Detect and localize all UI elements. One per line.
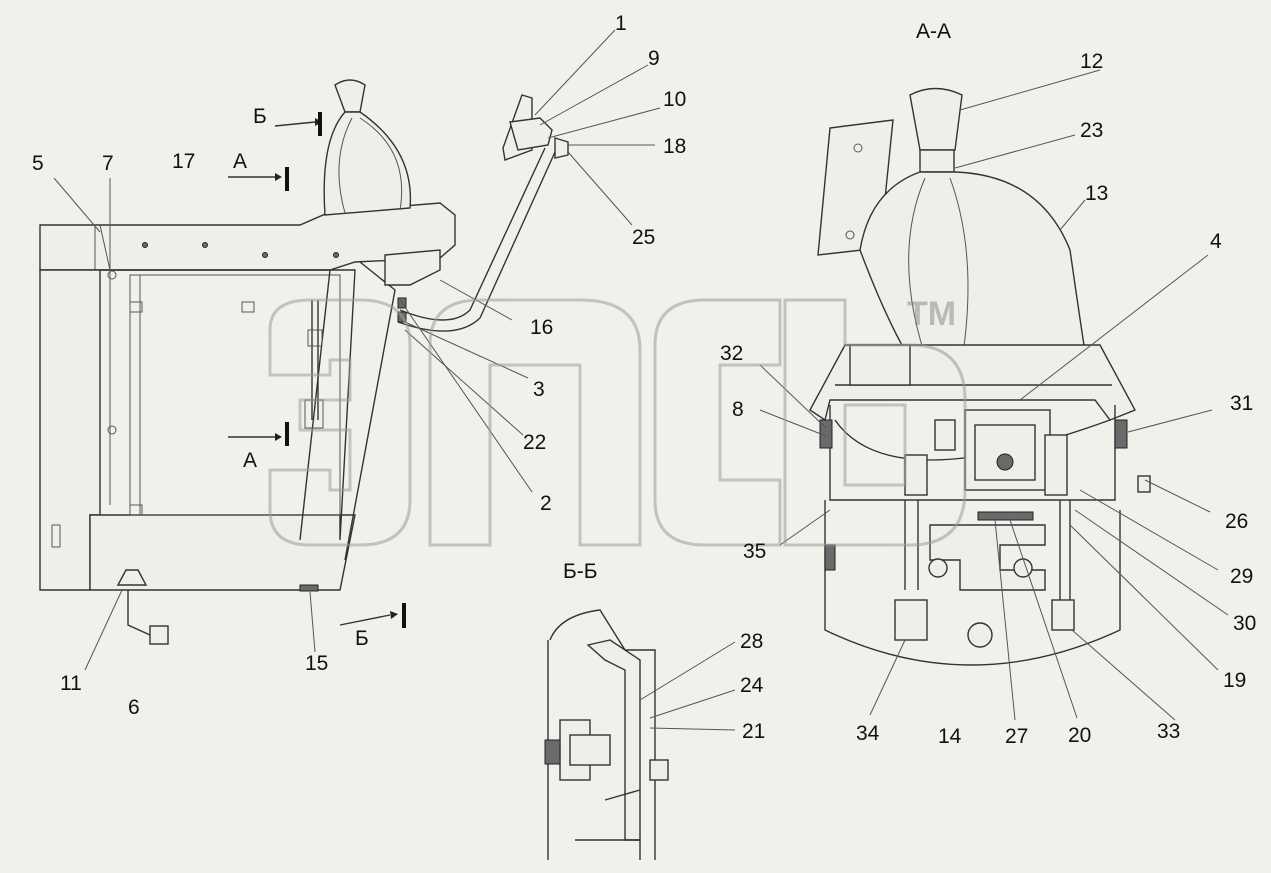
section-mark-b-top: Б xyxy=(253,105,267,128)
boot xyxy=(323,111,412,216)
label-28: 28 xyxy=(740,630,763,653)
section-title-bb: Б-Б xyxy=(563,560,598,583)
label-25: 25 xyxy=(632,226,655,249)
label-12: 12 xyxy=(1080,50,1103,73)
label-29: 29 xyxy=(1230,565,1253,588)
section-mark-a-bottom: А xyxy=(243,449,257,472)
label-11: 11 xyxy=(60,672,82,695)
label-33: 33 xyxy=(1157,720,1180,743)
label-9: 9 xyxy=(648,47,660,70)
label-14: 14 xyxy=(938,725,962,748)
label-10: 10 xyxy=(663,88,686,111)
gear-knob-aa xyxy=(909,87,963,151)
gear-knob xyxy=(334,79,366,113)
label-23: 23 xyxy=(1080,119,1103,142)
watermark-tm: TM xyxy=(907,295,956,333)
section-titles: А-А Б-Б Б А А Б xyxy=(233,20,951,650)
label-21: 21 xyxy=(742,720,765,743)
label-20: 20 xyxy=(1068,724,1091,747)
label-5: 5 xyxy=(32,152,44,175)
label-16: 16 xyxy=(530,316,553,339)
section-title-aa: А-А xyxy=(916,20,951,43)
label-7: 7 xyxy=(102,152,114,175)
label-18: 18 xyxy=(663,135,686,158)
label-31: 31 xyxy=(1230,392,1253,415)
label-24: 24 xyxy=(740,674,764,697)
label-34: 34 xyxy=(856,722,880,745)
label-22: 22 xyxy=(523,431,546,454)
label-26: 26 xyxy=(1225,510,1248,533)
label-19: 19 xyxy=(1223,669,1246,692)
left-view xyxy=(39,79,569,645)
label-8: 8 xyxy=(732,398,744,421)
label-15: 15 xyxy=(305,652,328,675)
watermark: TM xyxy=(268,295,967,547)
part-labels: 1 9 10 18 25 5 7 17 16 3 22 2 11 6 15 12… xyxy=(32,12,1256,748)
section-mark-b-bottom: Б xyxy=(355,627,369,650)
label-30: 30 xyxy=(1233,612,1256,635)
section-markers-left xyxy=(228,112,406,628)
label-1: 1 xyxy=(615,12,627,35)
leader-lines xyxy=(53,29,1229,731)
label-27: 27 xyxy=(1005,725,1028,748)
label-13: 13 xyxy=(1085,182,1108,205)
label-32: 32 xyxy=(720,342,743,365)
section-aa-view xyxy=(809,87,1151,666)
label-4: 4 xyxy=(1210,230,1222,253)
label-6: 6 xyxy=(128,696,140,719)
label-35: 35 xyxy=(743,540,766,563)
label-2: 2 xyxy=(540,492,552,515)
label-17: 17 xyxy=(172,150,195,173)
section-bb-view xyxy=(544,609,669,860)
section-mark-a-top: А xyxy=(233,150,247,173)
label-3: 3 xyxy=(533,378,545,401)
